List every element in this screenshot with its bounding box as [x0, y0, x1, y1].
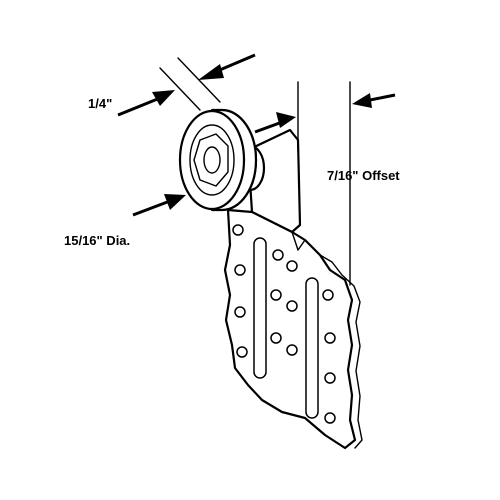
tire-width-label: 1/4"	[88, 96, 112, 111]
arrowhead	[352, 93, 372, 108]
mounting-hole	[234, 264, 246, 276]
tire-width-dimension	[117, 53, 256, 117]
leader-line	[214, 53, 256, 74]
adjustment-slot-right	[305, 277, 319, 419]
mounting-hole	[322, 289, 334, 301]
mounting-hole	[286, 300, 298, 312]
extension-line	[159, 67, 201, 111]
bracket-edge	[319, 254, 363, 449]
hex-bearing	[193, 133, 229, 187]
mounting-hole	[270, 289, 282, 301]
diameter-label: 15/16" Dia.	[64, 233, 130, 248]
mounting-hole	[234, 306, 246, 318]
bracket-plate	[223, 208, 357, 450]
mounting-hole	[232, 224, 244, 236]
roller-wheel	[178, 108, 266, 212]
mounting-hole	[324, 372, 336, 384]
mounting-hole	[324, 332, 336, 344]
offset-dimension	[254, 81, 396, 286]
mounting-holes	[232, 224, 336, 424]
mounting-hole	[236, 346, 248, 358]
mounting-bracket	[223, 128, 363, 450]
bracket-fold-line	[291, 231, 306, 251]
wheel-inner-ring	[189, 124, 235, 196]
mounting-hole	[286, 344, 298, 356]
arrowhead	[164, 194, 186, 210]
bearing-center	[203, 146, 221, 174]
mounting-hole	[324, 412, 336, 424]
arrowhead	[276, 112, 296, 128]
leader-line	[117, 96, 161, 117]
diameter-dimension	[132, 194, 186, 217]
mounting-hole	[272, 249, 284, 261]
mounting-hole	[286, 260, 298, 272]
extension-line	[177, 57, 221, 103]
arrowhead	[152, 90, 175, 106]
adjustment-slot-left	[253, 237, 267, 379]
leader-line	[132, 199, 171, 217]
mounting-hole	[270, 332, 282, 344]
arrowhead	[198, 64, 224, 80]
offset-label: 7/16" Offset	[327, 168, 400, 183]
